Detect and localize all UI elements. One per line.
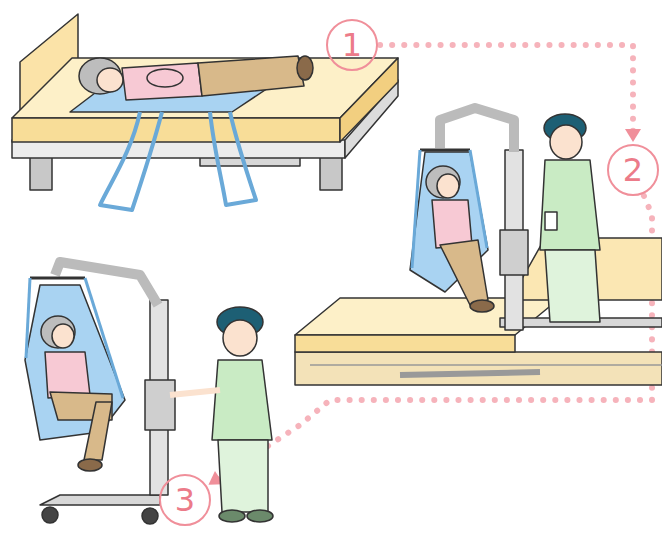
- step-number: 3: [175, 484, 195, 516]
- step-number: 1: [342, 29, 362, 61]
- dotted-line: [380, 45, 633, 142]
- lift-from-bed-scene: [295, 108, 662, 385]
- step-circle: 1: [326, 19, 378, 71]
- step-circle: 3: [159, 474, 211, 526]
- arrow-head: [625, 129, 641, 142]
- step-number: 2: [623, 154, 643, 186]
- bed-scene: [12, 14, 398, 210]
- moving-lift-scene: [25, 262, 273, 524]
- step-circle: 2: [607, 144, 659, 196]
